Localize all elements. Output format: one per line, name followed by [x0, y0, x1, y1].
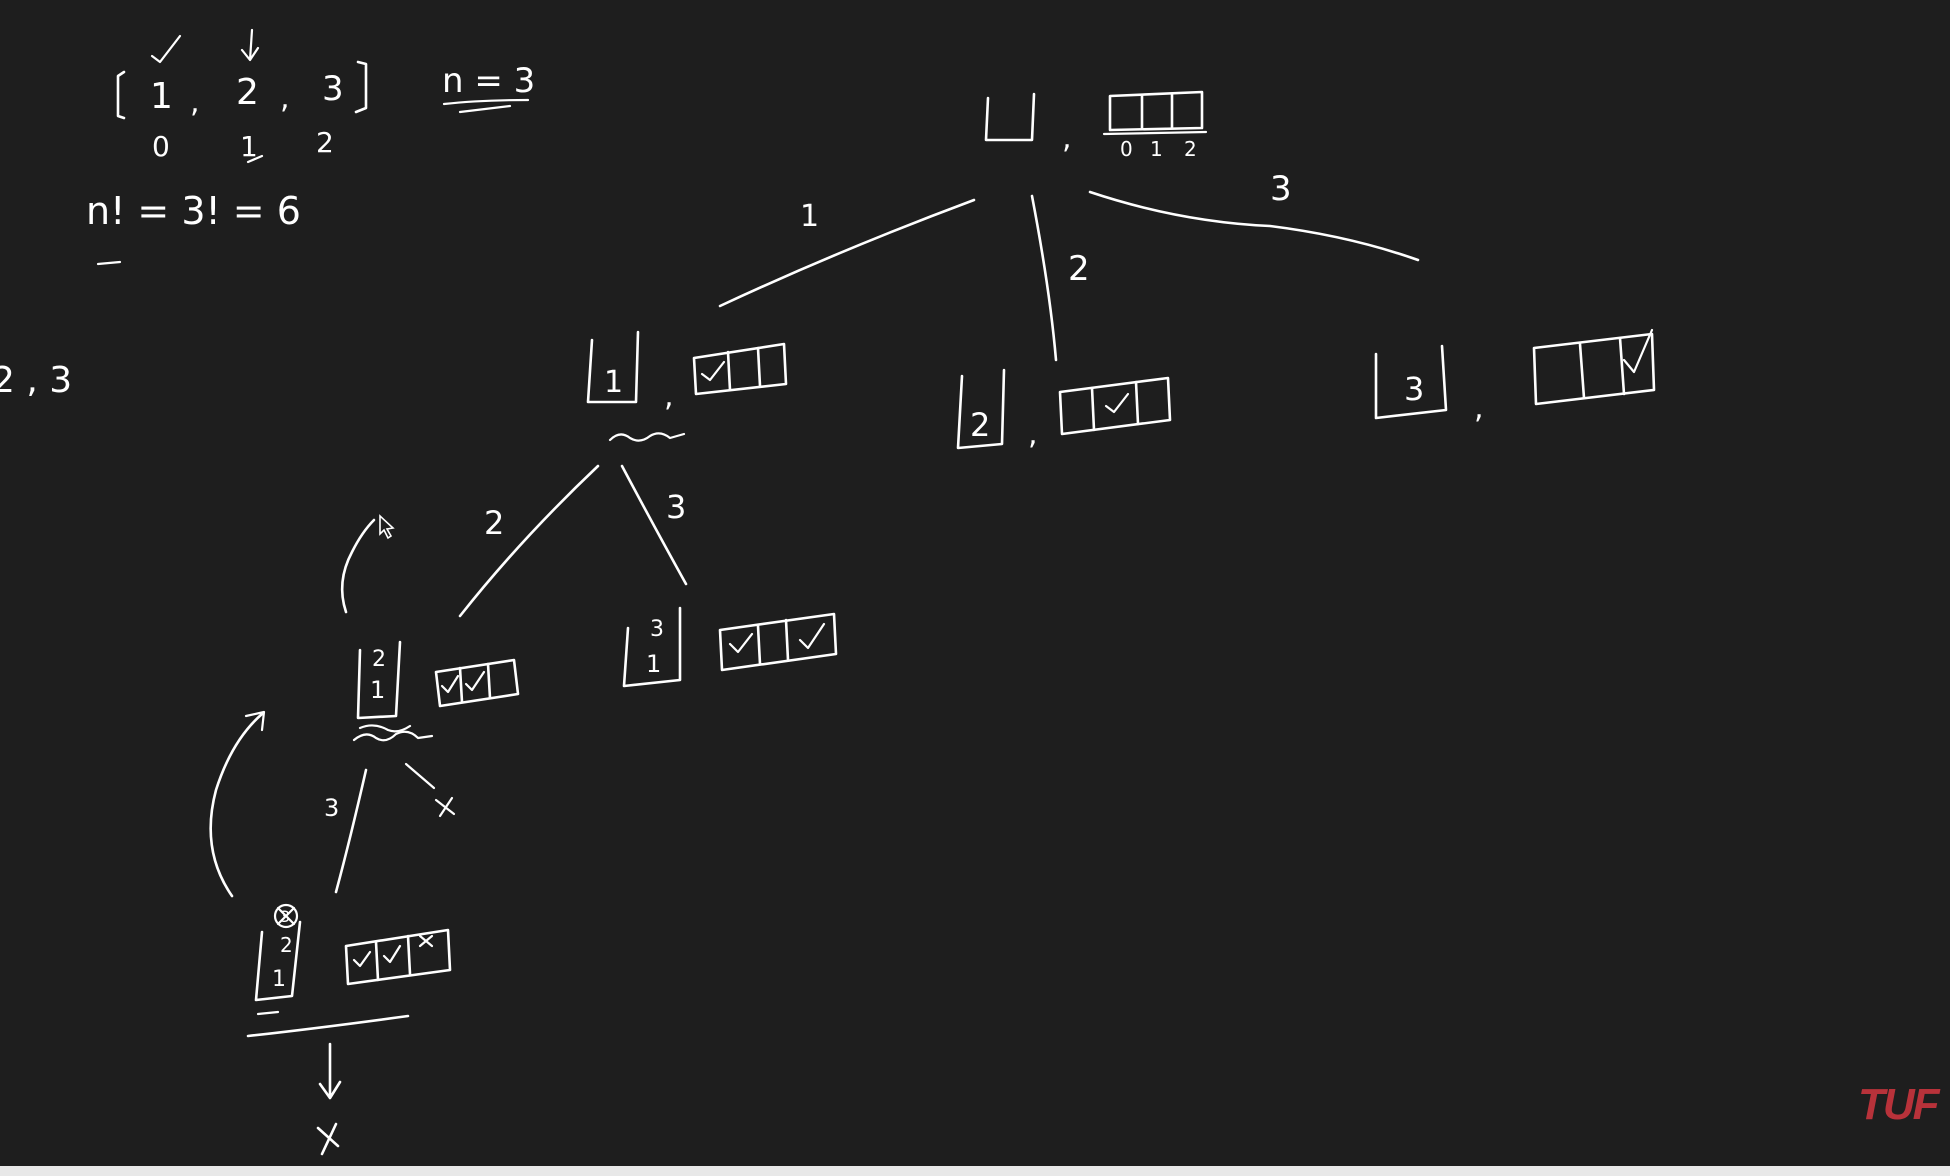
- edge-12-to-skip: [404, 762, 436, 790]
- node-3: 3 ,: [1374, 328, 1656, 426]
- check-mark-icon: [1622, 328, 1654, 374]
- node-13-stack-item-bottom: 1: [646, 650, 661, 678]
- arrow-down-icon: [240, 28, 260, 62]
- node-123-stack-item-bottom: 1: [272, 967, 286, 992]
- array-value-1: 1: [150, 76, 173, 117]
- edge-label-root-3: 3: [1270, 169, 1292, 209]
- edge-root-to-1: [718, 198, 976, 308]
- check-mark-icon: [352, 944, 402, 968]
- node-1-underline: [608, 432, 686, 442]
- cross-mark-icon: [316, 1122, 340, 1156]
- node-1-stack: [586, 330, 640, 404]
- backtrack-curve: [340, 518, 376, 614]
- node-3-stack: [1374, 344, 1448, 420]
- arrow-down-icon: [318, 1042, 342, 1100]
- node-1-stack-item: 1: [604, 365, 623, 400]
- node-13-stack: [622, 606, 682, 688]
- cross-mark-icon: [418, 934, 434, 948]
- svg-text:,: ,: [280, 81, 290, 116]
- edge-root-to-3: [1088, 190, 1420, 262]
- check-mark-icon: [440, 670, 486, 694]
- return-arrow: [209, 712, 264, 898]
- edge-1-to-12: [458, 464, 600, 618]
- root-used-map: [1102, 90, 1208, 136]
- edge-label-1-2: 2: [484, 504, 504, 542]
- array-index-2: 2: [316, 126, 334, 159]
- mouse-cursor-icon: [379, 514, 395, 540]
- map-index-0: 0: [1120, 137, 1133, 161]
- brand-logo: TUF: [1858, 1080, 1940, 1129]
- bottom-edge-bar: [0, 1166, 1950, 1176]
- edge-1-to-13: [620, 464, 688, 586]
- node-2: 2 ,: [956, 368, 1172, 452]
- svg-text:,: ,: [1474, 391, 1484, 426]
- n-label: n = 3: [442, 61, 535, 101]
- node-2-stack-item: 2: [970, 406, 990, 444]
- array-value-2: 2: [236, 72, 259, 113]
- edge-root-to-2: [1030, 194, 1058, 362]
- check-mark-icon: [700, 360, 726, 382]
- n-equals-note: n = 3: [442, 61, 535, 114]
- factorial-note: n! = 3! = 6: [86, 189, 301, 266]
- input-array-note: 1 , 2 , 3 0 1 2: [116, 28, 368, 164]
- node-12-underline: [352, 730, 434, 742]
- edge-12-to-123: [334, 768, 368, 894]
- factorial-formula: n! = 3! = 6: [86, 189, 301, 233]
- offscreen-fragment: 2 , 3: [0, 360, 72, 401]
- crossed-item-icon: [273, 903, 299, 929]
- edge-label-root-2: 2: [1068, 249, 1090, 289]
- array-value-3: 3: [322, 69, 344, 109]
- edge-label-12-3: 3: [324, 794, 339, 822]
- node-13-stack-item-top: 3: [650, 617, 664, 642]
- svg-text:,: ,: [664, 379, 674, 414]
- array-index-0: 0: [152, 130, 170, 163]
- node-13-used-map: [718, 612, 838, 672]
- node-1-used-map: [692, 342, 788, 396]
- node-123-stack-item-top: 3: [280, 907, 290, 926]
- node-13: 3 1: [622, 606, 838, 688]
- node-12-stack-item-top: 2: [372, 647, 386, 672]
- root-node: , 0 1 2: [984, 90, 1208, 161]
- map-index-1: 1: [1150, 137, 1163, 161]
- node-123-stack-item-mid: 2: [280, 933, 293, 957]
- node-123: 3 2 1: [246, 903, 452, 1156]
- node-3-used-map: [1532, 328, 1656, 406]
- node-12-used-map: [434, 658, 520, 708]
- svg-text:,: ,: [1028, 417, 1038, 452]
- node-1: 1 ,: [586, 330, 788, 442]
- node-2-used-map: [1058, 376, 1172, 436]
- arrow-head-icon: [244, 710, 266, 732]
- cross-mark-icon: [434, 796, 456, 818]
- node-12: 2 1: [352, 640, 520, 742]
- node-123-used-map: [344, 928, 452, 986]
- node-12-stack: [356, 640, 402, 720]
- array-index-1: 1: [240, 130, 258, 163]
- check-mark-icon: [150, 34, 182, 64]
- svg-text:,: ,: [190, 85, 200, 120]
- node-12-stack-item-bottom: 1: [370, 676, 385, 704]
- base-case-line: [246, 1014, 410, 1038]
- edge-label-1-3: 3: [666, 488, 686, 526]
- root-stack: [984, 92, 1036, 142]
- node-2-stack: [956, 368, 1006, 450]
- map-index-2: 2: [1184, 137, 1197, 161]
- svg-text:,: ,: [1062, 121, 1072, 156]
- edge-label-root-1: 1: [800, 199, 819, 234]
- check-mark-icon: [1104, 392, 1130, 414]
- check-mark-icon: [728, 632, 754, 654]
- node-3-stack-item: 3: [1404, 370, 1424, 408]
- check-mark-icon: [798, 622, 826, 650]
- node-123-stack: [254, 920, 302, 1002]
